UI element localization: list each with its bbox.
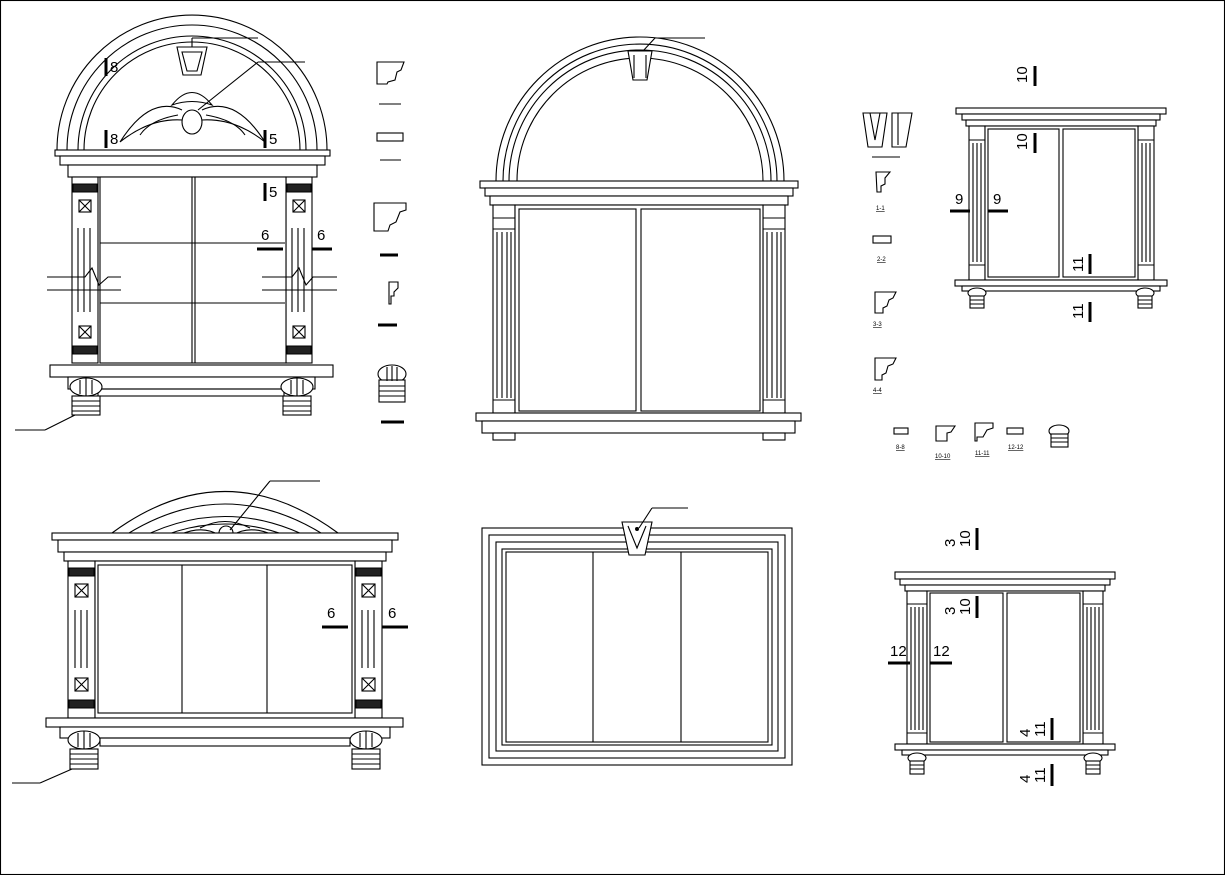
glass-pane (984, 125, 1139, 281)
section-mark: 6 (388, 605, 396, 622)
section-mark: 10 (1014, 66, 1031, 83)
window-bottom-left-segmental: 6 6 (12, 480, 408, 784)
glass-pane (99, 176, 287, 364)
window-bottom-right-rectangular: 3 10 3 10 12 12 4 11 4 11 (888, 528, 1116, 786)
section-label: 8-8 (896, 445, 905, 451)
glass-pane (501, 548, 773, 746)
section-mark: 10 (957, 530, 974, 547)
glass-pane (926, 590, 1084, 745)
keystone (176, 46, 208, 76)
section-mark: 4 (1017, 775, 1034, 783)
glass-pane (94, 560, 356, 719)
section-mark: 11 (1070, 256, 1087, 272)
section-mark: 10 (1014, 133, 1031, 150)
section-mark: 5 (269, 184, 277, 201)
section-mark: 9 (955, 191, 963, 208)
window-top-left-arched: 8 8 5 5 6 6 (15, 14, 337, 431)
window-top-middle-arched (475, 36, 802, 441)
section-mark: 4 (1017, 729, 1034, 737)
section-mark: 12 (933, 643, 950, 660)
section-label: 4-4 (873, 388, 882, 394)
section-mark: 6 (327, 605, 335, 622)
window-top-right-rectangular: 10 10 9 9 11 11 (950, 66, 1168, 322)
section-mark: 12 (890, 643, 907, 660)
window-top-left-sections (373, 61, 407, 424)
ornament-carving (119, 91, 266, 143)
section-mark: 9 (993, 191, 1001, 208)
section-mark: 11 (1032, 721, 1049, 737)
section-mark: 5 (269, 131, 277, 148)
section-mark: 6 (317, 227, 325, 244)
section-mark: 3 (942, 539, 959, 547)
section-label: 1-1 (876, 206, 885, 212)
section-mark: 11 (1032, 767, 1049, 783)
section-label: 11-11 (975, 451, 990, 457)
section-mark: 8 (110, 131, 118, 148)
keystone (627, 50, 653, 81)
section-label: 2-2 (877, 257, 886, 263)
section-mark: 11 (1070, 303, 1087, 319)
section-label: 12-12 (1008, 445, 1024, 451)
glass-pane (514, 204, 764, 414)
section-label: 10-10 (935, 454, 951, 460)
section-mark: 6 (261, 227, 269, 244)
window-bottom-middle-framed (481, 507, 793, 766)
window-top-right-sections: 1-1 2-2 3-3 4-4 8-8 10-10 11-11 12-12 (862, 112, 1070, 460)
section-label: 3-3 (873, 322, 882, 328)
section-mark: 10 (957, 598, 974, 615)
section-mark: 8 (110, 59, 118, 76)
section-mark: 3 (942, 607, 959, 615)
